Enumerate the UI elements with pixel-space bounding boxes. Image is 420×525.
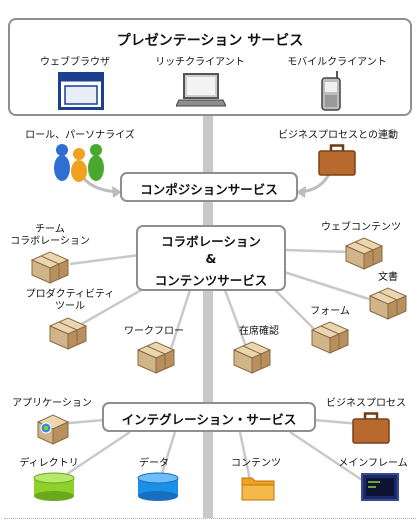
client-label-mobile: モバイルクライアント [287,57,387,68]
document-label: 文書 [378,272,398,283]
document-package-icon [368,287,408,320]
folder-icon [241,477,275,501]
people-icon [54,144,104,182]
composition-title: コンポジションサービス [140,182,278,197]
contents-label: コンテンツ [231,458,281,469]
application-label: アプリケーション [12,398,92,409]
briefcase-icon [318,144,356,176]
spine-line [203,112,213,518]
team-collab-label-line1: チーム [35,224,65,235]
collaboration-links [69,248,373,353]
mainframe-label: メインフレーム [338,458,408,469]
business-process-label: ビジネスプロセス [326,398,406,409]
composition-service-box [120,172,298,202]
link-mainframe [289,430,366,484]
link-data [158,431,177,481]
link-workflow [168,289,192,353]
productivity-package-icon [48,317,88,350]
data-label: データ [139,458,169,469]
client-label-browser: ウェブブラウザ [40,57,110,68]
business-process-link-label: ビジネスプロセスとの連動 [278,130,398,141]
team-collaboration-package-icon [30,251,70,284]
web-browser-icon [58,72,104,110]
collaboration-title-line1: コラボレーション [161,234,261,249]
data-database-icon [137,472,179,501]
bottom-dotted-line [4,518,416,519]
workflow-label: ワークフロー [124,326,184,337]
web-contents-package-icon [344,237,384,270]
web-contents-label: ウェブコンテンツ [321,222,401,233]
link-contents [238,431,252,481]
form-package-icon [310,321,350,354]
link-form [269,284,321,336]
integration-title: インテグレーション・サービス [121,412,297,427]
team-collab-label-line2: コラボレーション [10,236,90,247]
mainframe-terminal-icon [361,473,399,501]
business-process-briefcase-icon [352,412,390,444]
mobile-phone-icon [321,71,341,111]
link-presence [223,289,250,353]
roles-personalize-label: ロール、パーソナライズ [25,130,135,141]
collaboration-title-line2: & [205,251,217,266]
arrowhead-process [296,186,306,198]
directory-label: ディレクトリ [19,458,79,469]
workflow-package-icon [136,341,176,374]
client-label-rich: リッチクライアント [155,57,245,68]
integration-service-box [102,402,316,432]
link-document [283,270,373,302]
collaboration-title-line3: コンテンツサービス [154,273,268,288]
form-label: フォーム [310,306,350,317]
link-directory [57,430,131,482]
directory-database-icon [33,472,75,501]
presence-package-icon [232,341,272,374]
arrowhead-roles [112,186,122,198]
productivity-label-line2: ツール [55,301,85,312]
collaboration-contents-box [136,225,286,291]
link-team [69,253,141,266]
productivity-label-line1: プロダクティビティ [25,289,115,300]
presence-label: 在席確認 [239,326,279,337]
link-web-contents [283,248,351,254]
link-productivity [79,283,151,327]
laptop-icon [176,73,226,107]
application-package-icon [36,414,70,445]
presentation-title: プレゼンテーション サービス [116,33,304,49]
